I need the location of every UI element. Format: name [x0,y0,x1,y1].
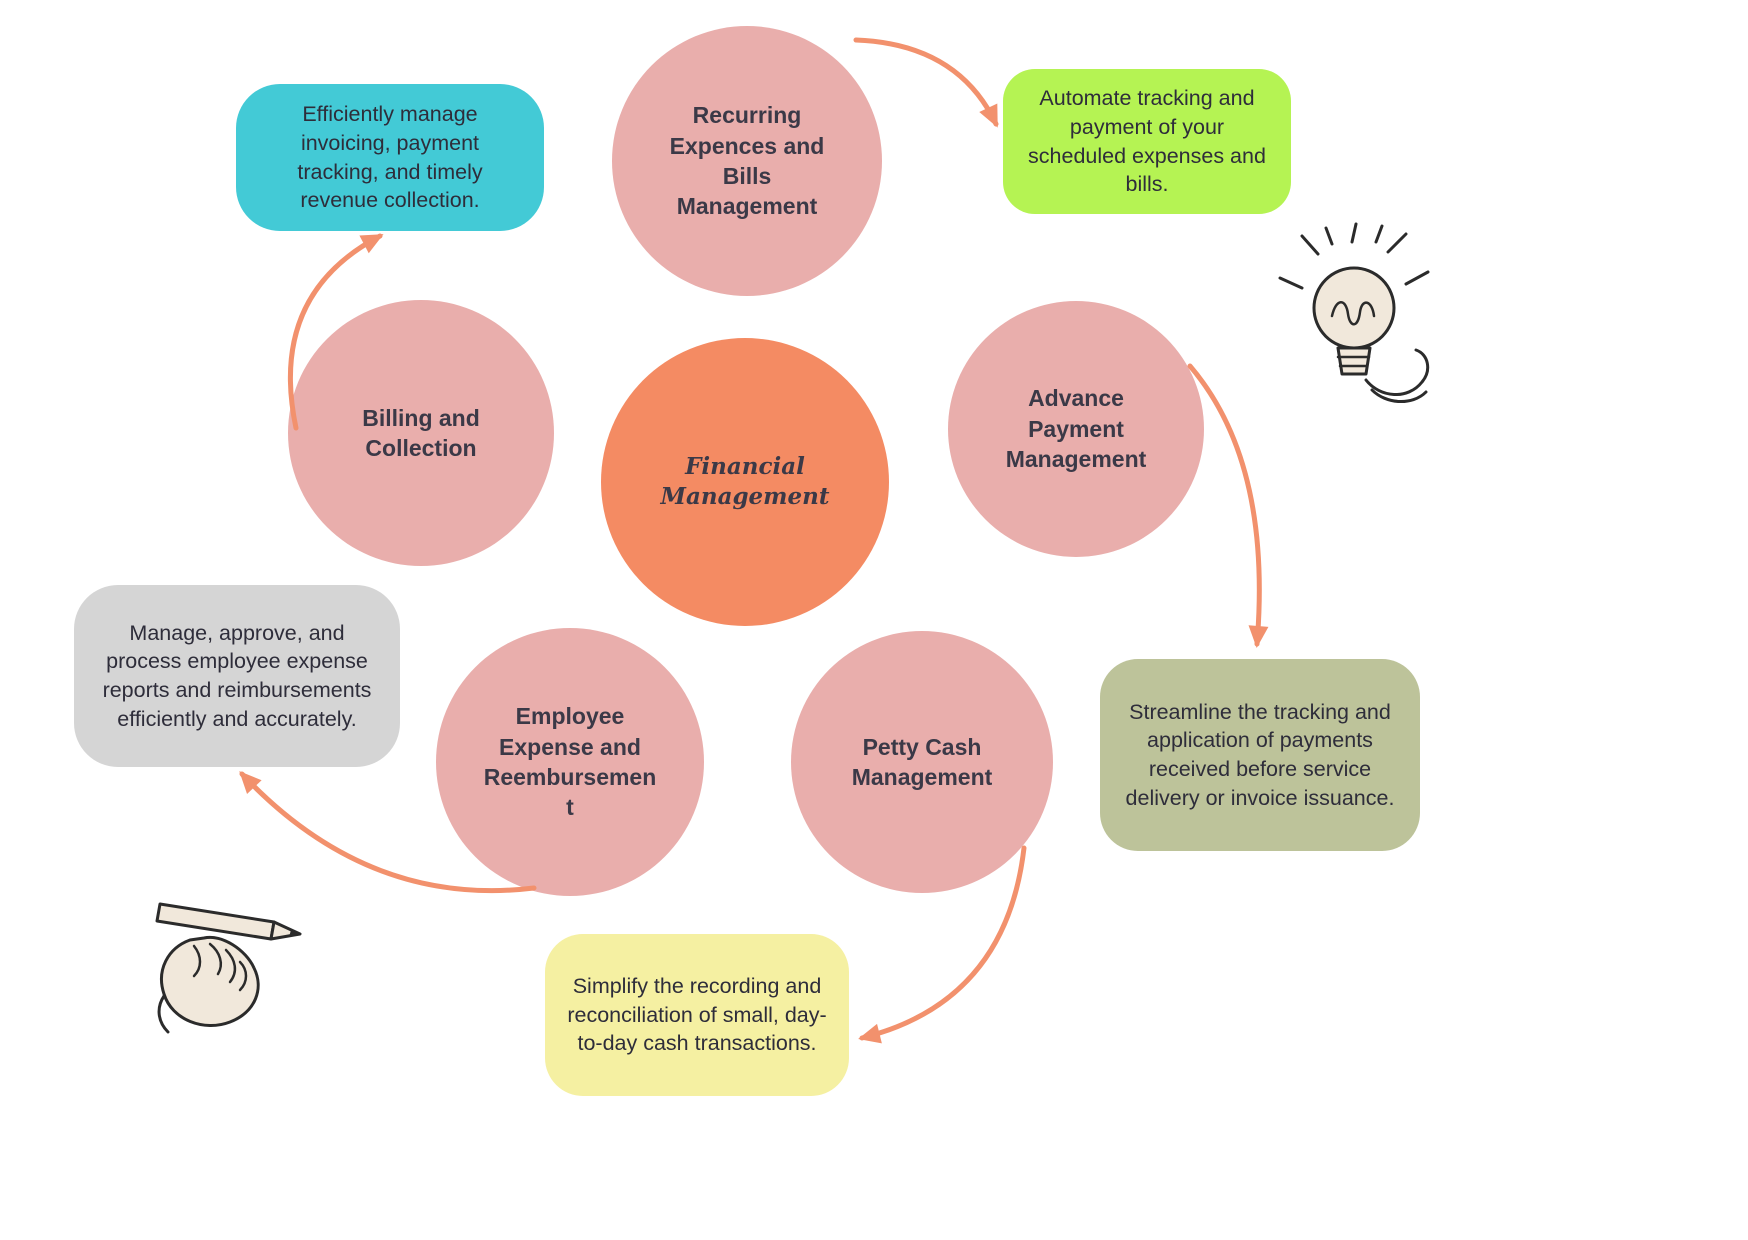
arrow-recurring-to-note [853,37,999,128]
node-label-financial-management: Financial Management [660,452,830,510]
node-circle-advance-payment: Advance Payment Management [948,301,1204,557]
note-petty-cash-text: Simplify the recording and reconciliatio… [567,974,827,1056]
note-billing-collection: Efficiently manage invoicing, payment tr… [236,84,544,231]
node-circle-petty-cash: Petty Cash Management [791,631,1053,893]
note-recurring-expenses-text: Automate tracking and payment of your sc… [1028,86,1266,197]
note-billing-collection-text: Efficiently manage invoicing, payment tr… [297,102,483,213]
node-label-billing-collection: Billing and Collection [362,404,480,461]
note-employee-expense-text: Manage, approve, and process employee ex… [102,620,372,731]
note-advance-payment-text: Streamline the tracking and application … [1125,699,1395,810]
note-advance-payment: Streamline the tracking and application … [1100,659,1420,851]
hand-writing-icon [155,902,302,1034]
node-circle-financial-management: Financial Management [601,338,889,626]
node-label-employee-expense: Employee Expense and Reembursement [483,703,657,821]
node-label-petty-cash: Petty Cash Management [851,733,993,790]
note-petty-cash: Simplify the recording and reconciliatio… [545,934,849,1096]
node-circle-billing-collection: Billing and Collection [288,300,554,566]
node-circle-recurring-expenses: Recurring Expences and Bills Management [612,26,882,296]
node-label-advance-payment: Advance Payment Management [1005,385,1147,473]
node-circle-employee-expense: Employee Expense and Reembursement [436,628,704,896]
note-recurring-expenses: Automate tracking and payment of your sc… [1003,69,1291,214]
note-employee-expense: Manage, approve, and process employee ex… [74,585,400,767]
node-label-recurring-expenses: Recurring Expences and Bills Management [669,102,825,220]
lightbulb-icon [1278,222,1430,404]
